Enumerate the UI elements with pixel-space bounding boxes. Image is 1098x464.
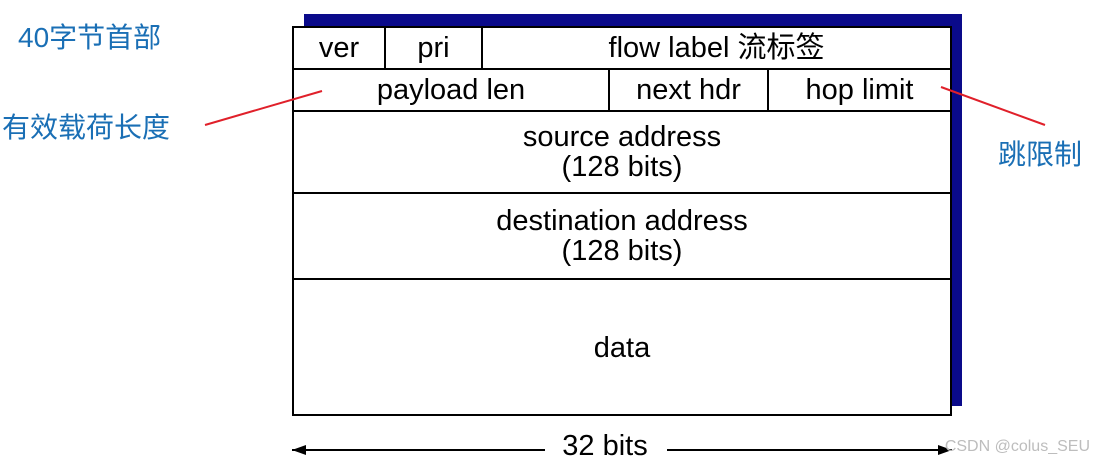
- field-source-address: source address (128 bits): [294, 112, 950, 192]
- left-arrowhead: [292, 445, 306, 455]
- header-size-note: 40字节首部: [18, 22, 162, 53]
- destination-address-size: (128 bits): [561, 235, 683, 267]
- header-row-source: source address (128 bits): [294, 112, 950, 194]
- header-row-1: ver pri flow label 流标签: [294, 28, 950, 70]
- field-next-hdr: next hdr: [608, 70, 767, 110]
- watermark: CSDN @colus_SEU: [944, 438, 1090, 455]
- source-address-label: source address: [522, 120, 722, 153]
- field-destination-address: destination address (128 bits): [294, 194, 950, 278]
- destination-address-label: destination address: [496, 204, 748, 237]
- ipv6-header-table: ver pri flow label 流标签 payload len next …: [292, 26, 952, 416]
- field-pri: pri: [384, 28, 481, 68]
- header-row-2: payload len next hdr hop limit: [294, 70, 950, 112]
- field-flow-label: flow label 流标签: [481, 28, 950, 68]
- hop-limit-note: 跳限制: [998, 139, 1083, 170]
- field-hop-limit: hop limit: [767, 70, 950, 110]
- field-payload-len: payload len: [376, 73, 526, 106]
- field-ver: ver: [318, 31, 360, 64]
- source-address-size: (128 bits): [561, 151, 683, 183]
- width-label: 32 bits: [562, 430, 648, 462]
- field-data: data: [593, 331, 651, 364]
- payload-length-note: 有效载荷长度: [2, 112, 171, 143]
- header-row-destination: destination address (128 bits): [294, 194, 950, 280]
- payload-data-row: data: [294, 280, 950, 416]
